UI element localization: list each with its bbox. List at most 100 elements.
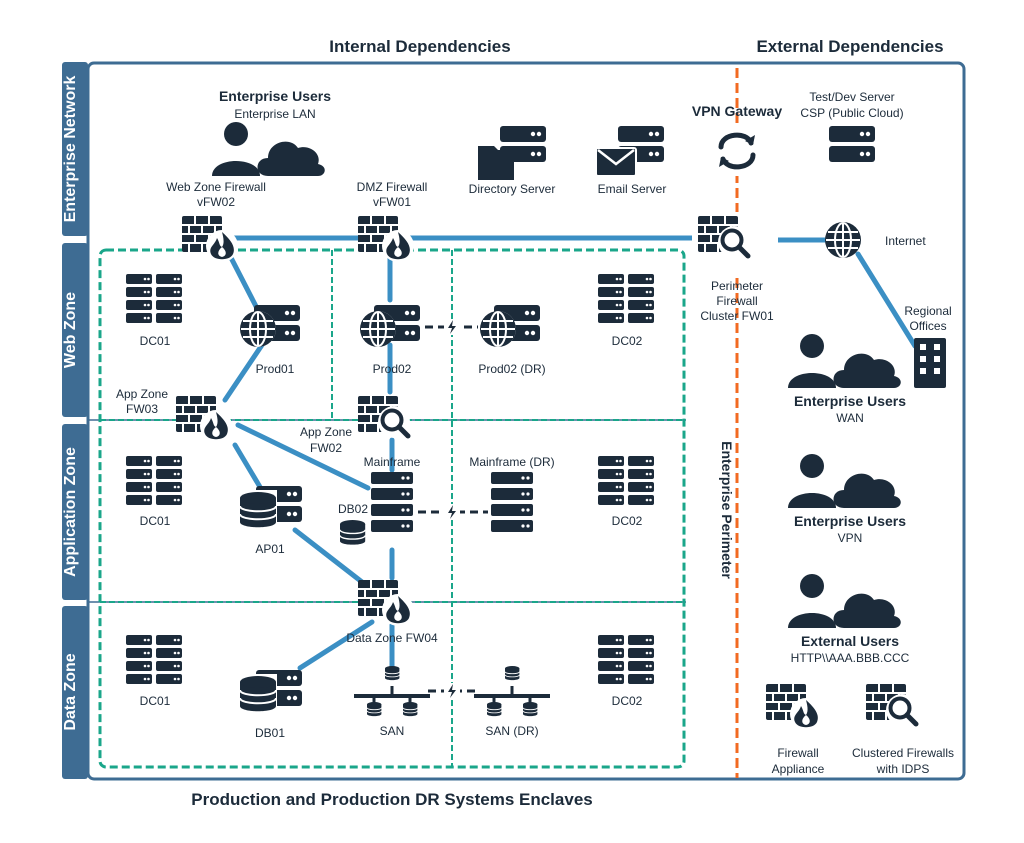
prod01-label: Prod01	[256, 362, 295, 376]
app-zone-fw02-line1: App Zone	[300, 425, 352, 439]
mainframe-icon	[371, 472, 413, 532]
email-server-icon	[595, 126, 664, 177]
firewall-icon	[176, 396, 232, 442]
database-icon	[339, 519, 366, 546]
enterprise-users-wan-title: Enterprise Users	[794, 393, 906, 409]
heading-external: External Dependencies	[756, 37, 943, 56]
building-icon	[914, 338, 946, 388]
prod02-label: Prod02	[373, 362, 412, 376]
enclave-border	[98, 248, 686, 769]
db-server-icon	[237, 670, 302, 711]
server-icon	[829, 126, 875, 162]
regional-offices-line2: Offices	[909, 319, 946, 333]
legend-fw-line1: Firewall	[777, 746, 818, 760]
users-cloud-icon	[788, 574, 901, 628]
network-links	[202, 235, 918, 671]
web-server-icon	[240, 305, 300, 347]
tab-enterprise-network	[62, 62, 88, 236]
users-cloud-icon	[212, 122, 325, 176]
dc-rack-icon	[598, 456, 654, 505]
globe-icon	[824, 221, 862, 259]
app-server-db-icon	[237, 486, 302, 527]
test-dev-line1: Test/Dev Server	[809, 90, 894, 104]
dmz-fw-line2: vFW01	[373, 195, 411, 209]
web-zone-fw-line2: vFW02	[197, 195, 235, 209]
legend-cluster-line1: Clustered Firewalls	[852, 746, 954, 760]
label-enterprise-perimeter: Enterprise Perimeter	[719, 441, 735, 579]
web-server-icon	[480, 305, 540, 347]
prod02-dr-label: Prod02 (DR)	[478, 362, 545, 376]
external-users-title: External Users	[801, 633, 899, 649]
dr-link-icon	[444, 319, 460, 335]
web-server-icon	[360, 305, 420, 347]
app-zone-fw02-line2: FW02	[310, 441, 342, 455]
dc02-web-label: DC02	[612, 334, 643, 348]
app-zone-fw03-line2: FW03	[126, 402, 158, 416]
tab-web-zone	[62, 243, 88, 417]
heading-enclaves: Production and Production DR Systems Enc…	[191, 790, 592, 809]
ap01-label: AP01	[255, 542, 285, 556]
enterprise-users-lan-subtitle: Enterprise LAN	[234, 107, 315, 121]
dc01-data-label: DC01	[140, 694, 171, 708]
legend-firewall-icon	[766, 684, 822, 730]
tab-application-zone	[62, 424, 88, 600]
directory-server-label: Directory Server	[469, 182, 556, 196]
perimeter-fw-line1: Perimeter	[711, 279, 763, 293]
label-web-zone: Web Zone	[62, 292, 79, 368]
db02-label: DB02	[338, 502, 368, 516]
dc02-data-label: DC02	[612, 694, 643, 708]
san-icon	[354, 666, 430, 716]
label-data-zone: Data Zone	[62, 653, 79, 730]
tab-data-zone	[62, 606, 88, 779]
dc01-app-label: DC01	[140, 514, 171, 528]
enterprise-users-wan-subtitle: WAN	[836, 411, 864, 425]
label-application-zone: Application Zone	[62, 447, 79, 577]
mainframe-label: Mainframe	[364, 455, 421, 469]
mainframe-icon	[491, 472, 533, 532]
legend-fw-line2: Appliance	[772, 762, 825, 776]
data-zone-fw04-label: Data Zone FW04	[346, 631, 438, 645]
dr-link-icon	[444, 504, 460, 520]
firewall-icon	[358, 216, 414, 262]
dmz-fw-line1: DMZ Firewall	[357, 180, 428, 194]
enterprise-users-vpn-subtitle: VPN	[838, 531, 863, 545]
users-cloud-icon	[788, 334, 901, 388]
heading-internal: Internal Dependencies	[329, 37, 510, 56]
external-users-subtitle: HTTP\\AAA.BBB.CCC	[791, 651, 910, 665]
enterprise-frame	[86, 61, 966, 781]
internet-label: Internet	[885, 234, 926, 248]
san-dr-label: SAN (DR)	[485, 724, 538, 738]
label-enterprise-network: Enterprise Network	[62, 76, 79, 223]
directory-server-icon	[478, 126, 546, 180]
dc-rack-icon	[126, 274, 182, 323]
users-cloud-icon	[788, 454, 901, 508]
app-zone-fw03-line1: App Zone	[116, 387, 168, 401]
legend-cluster-line2: with IDPS	[876, 762, 930, 776]
legend-firewall-idps-icon	[866, 684, 918, 726]
perimeter-fw-line2: Firewall	[716, 294, 757, 308]
firewall-icon	[358, 580, 414, 626]
san-label: SAN	[380, 724, 405, 738]
dc-rack-icon	[126, 456, 182, 505]
san-icon	[474, 666, 550, 716]
firewall-idps-icon	[358, 396, 410, 438]
test-dev-line2: CSP (Public Cloud)	[800, 106, 903, 120]
dc01-web-label: DC01	[140, 334, 171, 348]
dr-link-icon	[444, 683, 460, 699]
dc-rack-icon	[598, 635, 654, 684]
web-zone-fw-line1: Web Zone Firewall	[166, 180, 266, 194]
mainframe-dr-label: Mainframe (DR)	[469, 455, 554, 469]
email-server-label: Email Server	[598, 182, 667, 196]
dc-rack-icon	[598, 274, 654, 323]
perimeter-fw-line3: Cluster FW01	[700, 309, 774, 323]
enterprise-users-lan-title: Enterprise Users	[219, 88, 331, 104]
dc02-app-label: DC02	[612, 514, 643, 528]
enterprise-users-vpn-title: Enterprise Users	[794, 513, 906, 529]
vpn-gateway-label: VPN Gateway	[692, 103, 782, 119]
regional-offices-line1: Regional	[904, 304, 951, 318]
db01-label: DB01	[255, 726, 285, 740]
dc-rack-icon	[126, 635, 182, 684]
firewall-icon	[182, 216, 238, 262]
